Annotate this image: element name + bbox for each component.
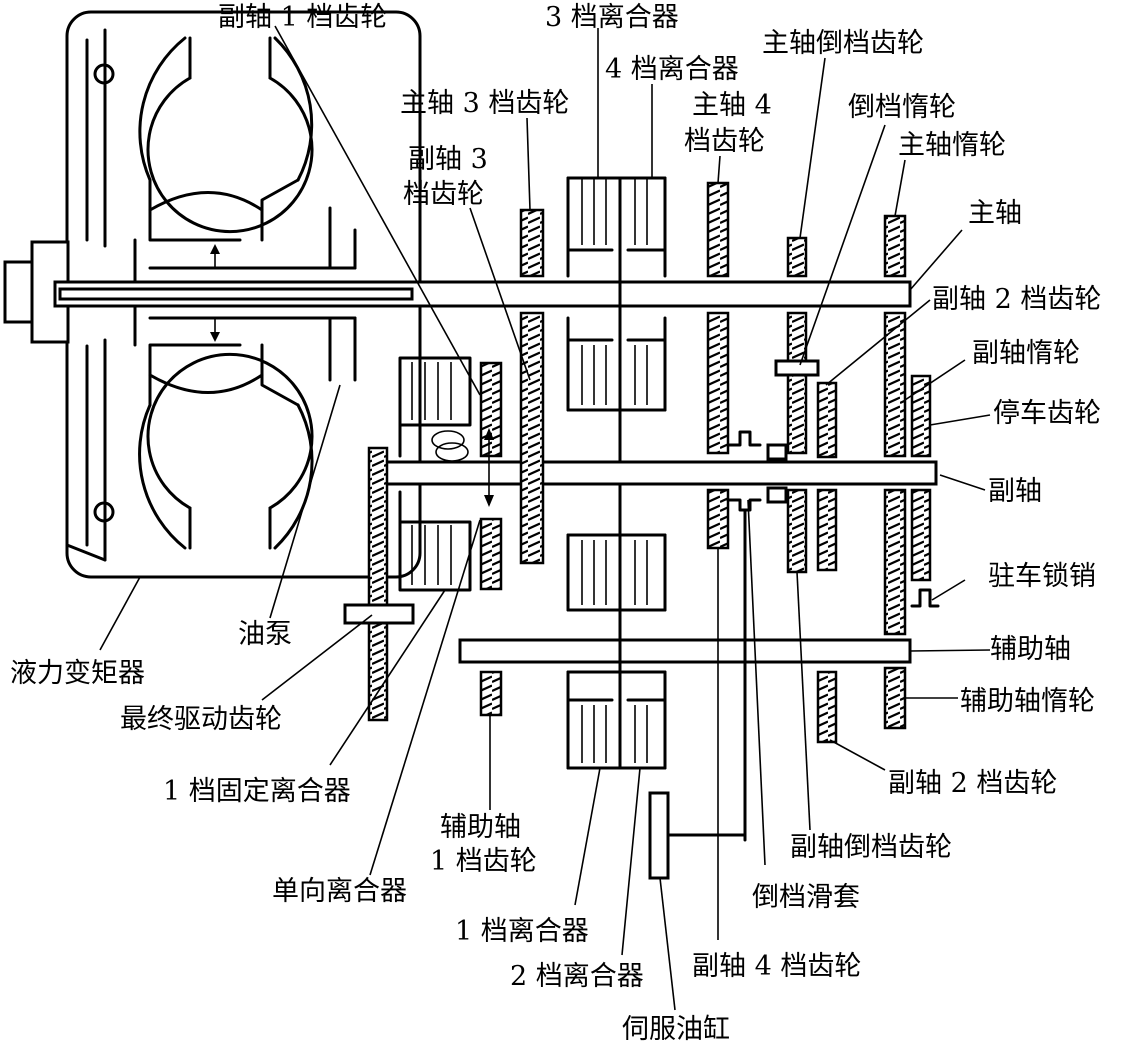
label-mainshaft-gear-4-line2: 档齿轮: [684, 126, 765, 157]
label-countershaft-gear-4: 副轴 4 档齿轮: [692, 951, 861, 982]
label-auxiliary-shaft-idler: 辅助轴惰轮: [960, 686, 1095, 717]
label-countershaft-gear-3-line1: 副轴 3: [408, 144, 488, 175]
reverse-sleeve: [726, 430, 788, 842]
label-final-drive-gear: 最终驱动齿轮: [120, 704, 282, 735]
label-clutch-2: 2 档离合器: [510, 961, 644, 992]
label-clutch-1-fixed: 1 档固定离合器: [163, 776, 351, 807]
label-clutch-3: 3 档离合器: [545, 2, 679, 33]
label-mainshaft: 主轴: [968, 198, 1022, 229]
label-aux-gear-1-line1: 辅助轴: [440, 812, 521, 843]
label-mainshaft-gear-4-line1: 主轴 4: [692, 90, 772, 121]
label-mainshaft-gear-3: 主轴 3 档齿轮: [400, 88, 569, 119]
auxiliary-shaft: [458, 638, 912, 664]
countershaft: [384, 460, 938, 486]
label-countershaft-gear-2-bottom: 副轴 2 档齿轮: [888, 768, 1057, 799]
label-countershaft-gear-1: 副轴 1 档齿轮: [218, 2, 387, 33]
servo-cylinder: [648, 791, 747, 880]
label-clutch-1: 1 档离合器: [455, 916, 589, 947]
label-reverse-idler: 倒档惰轮: [848, 92, 956, 123]
label-mainshaft-idler: 主轴惰轮: [898, 130, 1006, 161]
label-countershaft-gear-2-top: 副轴 2 档齿轮: [932, 284, 1101, 315]
clutch-1-fixed: [398, 356, 494, 592]
label-servo-cylinder: 伺服油缸: [622, 1014, 730, 1045]
gears: [343, 181, 932, 744]
label-reverse-sleeve: 倒档滑套: [752, 882, 860, 913]
label-parking-pawl: 驻车锁销: [988, 561, 1096, 592]
clutch-3-4: [566, 176, 667, 464]
label-parking-gear: 停车齿轮: [993, 398, 1101, 429]
label-countershaft-gear-3-line2: 档齿轮: [403, 179, 484, 210]
label-countershaft-reverse-gear: 副轴倒档齿轮: [790, 832, 952, 863]
labels: 副轴 1 档齿轮 3 档离合器 4 档离合器 主轴倒档齿轮 主轴 3 档齿轮 主…: [10, 2, 1101, 1045]
label-countershaft-idler: 副轴惰轮: [972, 338, 1080, 369]
label-one-way-clutch: 单向离合器: [272, 876, 407, 907]
label-aux-gear-1-line2: 1 档齿轮: [430, 846, 537, 877]
label-mainshaft-reverse-gear: 主轴倒档齿轮: [762, 28, 924, 59]
label-clutch-4: 4 档离合器: [605, 54, 739, 85]
label-countershaft: 副轴: [988, 476, 1042, 507]
label-auxiliary-shaft: 辅助轴: [990, 634, 1071, 665]
clutch-1-2: [566, 482, 667, 770]
label-torque-converter: 液力变矩器: [10, 658, 145, 689]
torque-converter: [3, 10, 422, 579]
mainshaft: [53, 280, 912, 308]
label-oil-pump: 油泵: [238, 619, 292, 650]
leader-lines: [99, 25, 991, 1011]
parking-pawl: [910, 588, 940, 608]
